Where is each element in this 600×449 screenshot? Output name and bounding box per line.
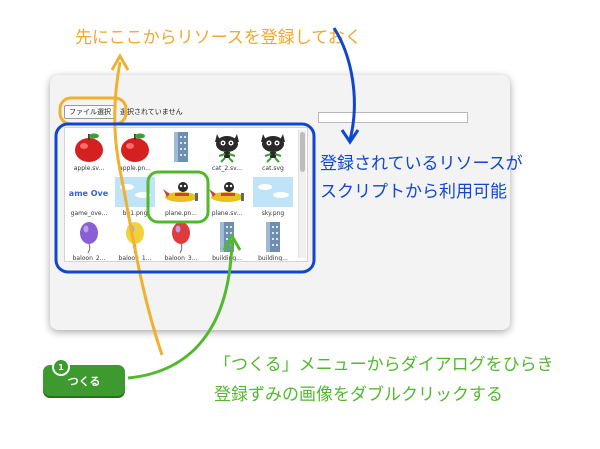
resource-tile[interactable]: baloon_1... xyxy=(113,220,157,262)
resource-label: apple.sv... xyxy=(73,165,105,172)
cat-icon xyxy=(207,130,247,164)
file-select-row: ファイル選択 選択されていません xyxy=(64,104,183,120)
building-icon xyxy=(161,130,201,164)
cat-icon xyxy=(253,130,293,164)
resource-tile[interactable]: plane.sv... xyxy=(205,175,249,219)
apple-icon xyxy=(69,130,109,164)
resource-label: plane.sv... xyxy=(211,210,243,217)
plane-icon xyxy=(161,175,201,209)
balloon-icon xyxy=(115,220,155,254)
plane-icon xyxy=(207,175,247,209)
resource-label: sky.png xyxy=(261,210,285,217)
annotation-registered-resources: 登録されているリソースが スクリプトから利用可能 xyxy=(320,150,523,206)
scrollbar-thumb[interactable] xyxy=(300,132,305,172)
step-number-badge: 1 xyxy=(52,358,70,376)
annotation-register-first: 先にここからリソースを登録しておく xyxy=(75,28,362,48)
resource-label: cat.svg xyxy=(262,165,284,172)
sky-icon xyxy=(115,175,155,209)
resource-tile[interactable]: apple.sv... xyxy=(67,130,111,174)
resource-tile[interactable]: Game Over! game_ove... xyxy=(65,175,116,219)
resource-label: baloon_1... xyxy=(118,255,152,262)
orange-arrow-head xyxy=(110,52,130,71)
resource-tile[interactable]: cat.svg xyxy=(251,130,295,174)
annotation-double-click: 「つくる」メニューからダイアログをひらき 登録ずみの画像をダブルクリックする xyxy=(214,350,554,410)
resource-tile[interactable]: building... xyxy=(251,220,295,262)
resource-tile[interactable]: baloon_3... xyxy=(159,220,203,262)
resource-label: game_ove... xyxy=(70,210,108,217)
file-select-button[interactable]: ファイル選択 xyxy=(64,105,116,119)
resource-tile[interactable]: cat_2.sv... xyxy=(205,130,249,174)
building-icon xyxy=(207,220,247,254)
building-icon xyxy=(253,220,293,254)
resource-label: building... xyxy=(212,255,242,262)
resource-label: cat_2.sv... xyxy=(212,165,242,172)
resource-tile[interactable]: baloon_2... xyxy=(67,220,111,262)
annotation-blue-line-2: スクリプトから利用可能 xyxy=(320,182,507,202)
resource-grid: apple.sv... apple.pn... cat_2.sv... cat.svg… xyxy=(65,130,295,262)
resource-name-input[interactable] xyxy=(318,112,468,123)
annotation-blue-line-1: 登録されているリソースが xyxy=(320,154,523,174)
resource-label: baloon_3... xyxy=(164,255,198,262)
resource-tile[interactable]: building... xyxy=(205,220,249,262)
file-select-status: 選択されていません xyxy=(120,108,183,116)
resource-tile[interactable]: sky.png xyxy=(251,175,295,219)
annotation-green-line-2: 登録ずみの画像をダブルクリックする xyxy=(214,385,503,405)
resource-tile[interactable]: bg1.png xyxy=(113,175,157,219)
resource-tile[interactable]: plane.pn... xyxy=(159,175,203,219)
resource-tile[interactable]: apple.pn... xyxy=(113,130,157,174)
resource-list: apple.sv... apple.pn... cat_2.sv... cat.svg… xyxy=(64,127,308,262)
balloon-icon xyxy=(69,220,109,254)
game-over-icon: Game Over! xyxy=(65,175,116,209)
resource-label: building... xyxy=(258,255,288,262)
resource-label: apple.pn... xyxy=(119,165,151,172)
sky-icon xyxy=(253,175,293,209)
balloon-icon xyxy=(161,220,201,254)
resource-label: bg1.png xyxy=(122,210,148,217)
resource-list-scrollbar[interactable] xyxy=(298,130,306,258)
apple-icon xyxy=(115,130,155,164)
resource-label: plane.pn... xyxy=(165,210,197,217)
resource-label: baloon_2... xyxy=(72,255,106,262)
annotation-green-line-1: 「つくる」メニューからダイアログをひらき xyxy=(214,355,554,375)
svg-text:Game Over!: Game Over! xyxy=(69,189,109,198)
resource-tile[interactable] xyxy=(159,130,203,174)
